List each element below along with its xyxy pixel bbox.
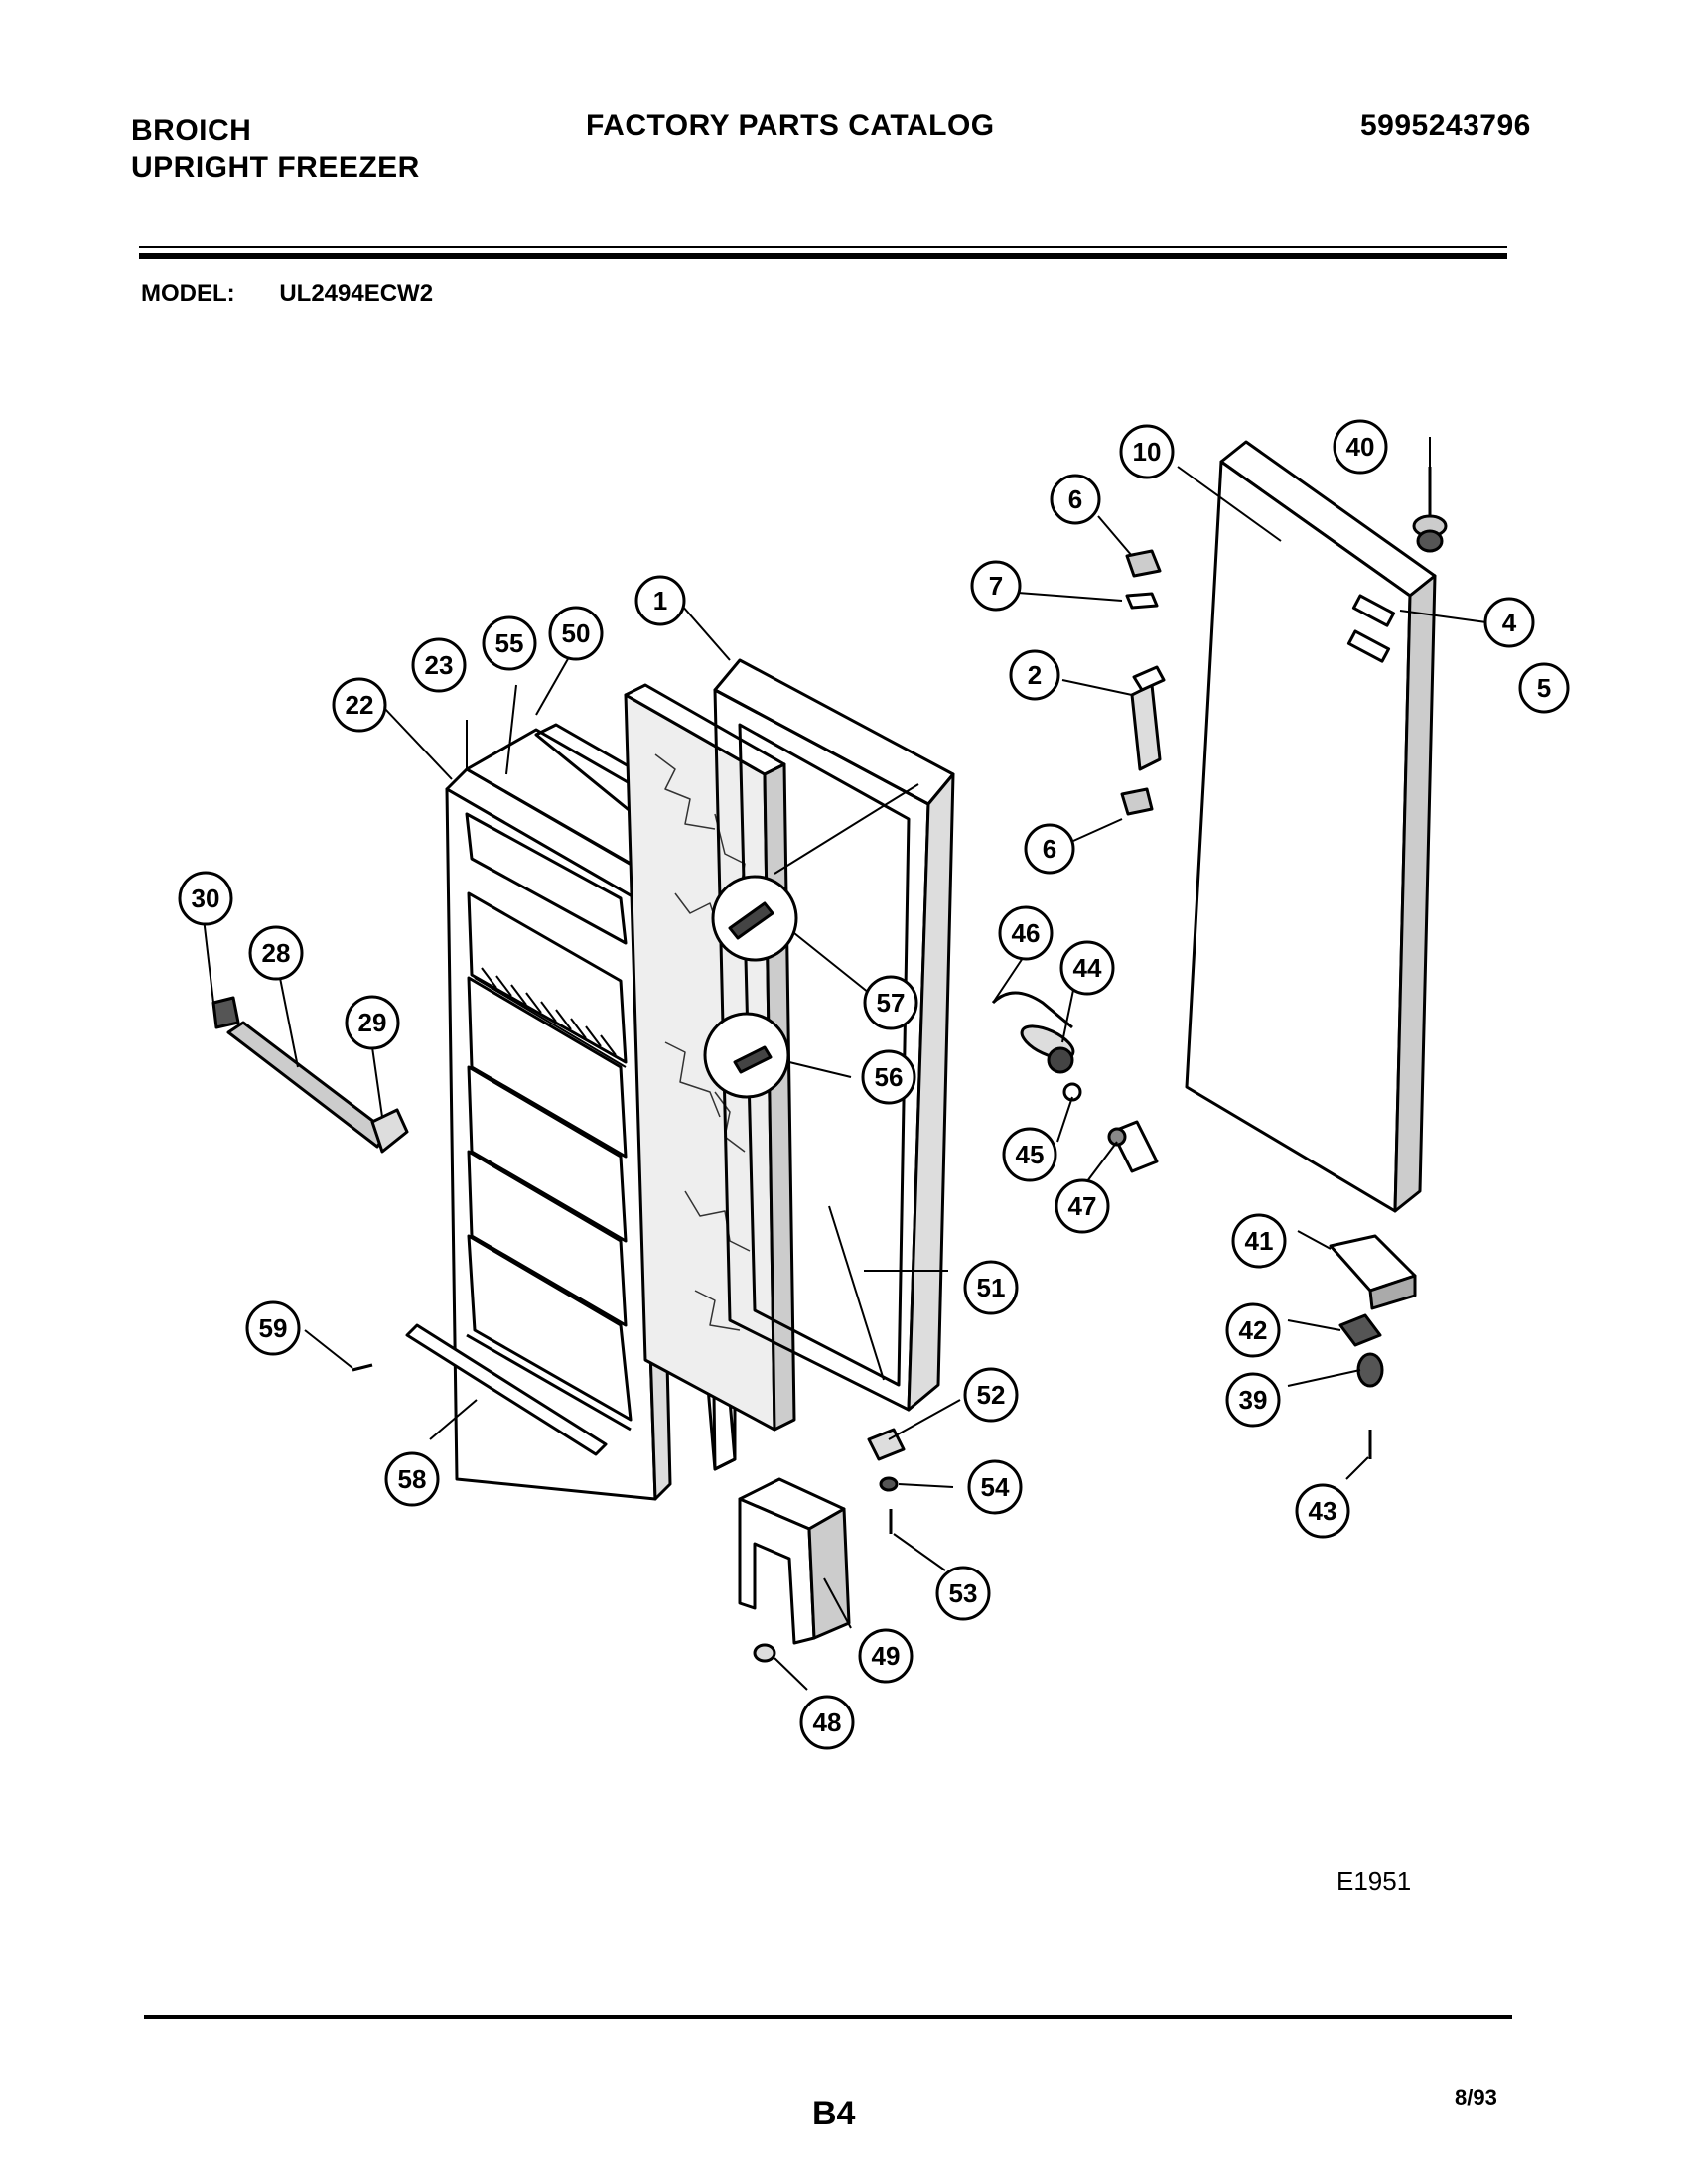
svg-text:57: 57 <box>877 988 906 1018</box>
callout-group: 1 2 4 5 6 6 7 10 22 23 28 29 30 39 40 41… <box>178 419 1570 1750</box>
callout-30: 30 <box>178 871 233 926</box>
callout-22: 22 <box>332 677 387 733</box>
callout-45: 45 <box>1002 1127 1057 1182</box>
callout-42: 42 <box>1225 1302 1281 1358</box>
callout-58: 58 <box>384 1451 440 1507</box>
footer-rule <box>144 2015 1512 2019</box>
callout-28: 28 <box>248 925 304 981</box>
brand-name: BROICH <box>131 114 252 147</box>
callout-5: 5 <box>1518 662 1570 714</box>
model-label: MODEL: <box>141 280 235 307</box>
svg-text:52: 52 <box>977 1380 1006 1410</box>
svg-text:59: 59 <box>259 1313 288 1343</box>
svg-text:4: 4 <box>1502 608 1517 637</box>
callout-53: 53 <box>935 1566 991 1621</box>
callout-6-lower: 6 <box>1024 823 1075 875</box>
callout-54: 54 <box>967 1459 1023 1515</box>
svg-text:49: 49 <box>872 1641 901 1671</box>
svg-text:28: 28 <box>262 938 291 968</box>
callout-6: 6 <box>1050 474 1101 525</box>
svg-text:48: 48 <box>813 1707 842 1737</box>
callout-56: 56 <box>861 1049 916 1105</box>
svg-text:42: 42 <box>1239 1315 1268 1345</box>
svg-text:2: 2 <box>1028 660 1042 690</box>
header-rule <box>139 253 1507 259</box>
callout-7: 7 <box>970 560 1022 612</box>
svg-text:1: 1 <box>653 586 667 615</box>
svg-text:6: 6 <box>1068 484 1082 514</box>
header-rule-thin <box>139 246 1507 248</box>
svg-text:40: 40 <box>1346 432 1375 462</box>
callout-39: 39 <box>1225 1372 1281 1428</box>
product-name: UPRIGHT FREEZER <box>131 151 420 184</box>
callout-10: 10 <box>1119 424 1175 479</box>
model-row: MODEL: UL2494ECW2 <box>141 280 433 308</box>
callout-41: 41 <box>1231 1213 1287 1269</box>
callout-40: 40 <box>1333 419 1388 475</box>
model-value: UL2494ECW2 <box>279 280 434 307</box>
svg-text:54: 54 <box>981 1472 1010 1502</box>
svg-text:6: 6 <box>1043 834 1056 864</box>
drawing-id: E1951 <box>1336 1866 1412 1896</box>
callout-59: 59 <box>245 1300 301 1356</box>
callout-48: 48 <box>799 1695 855 1750</box>
svg-text:55: 55 <box>495 628 524 658</box>
callout-55: 55 <box>482 615 537 671</box>
svg-text:51: 51 <box>977 1273 1006 1302</box>
svg-text:56: 56 <box>875 1062 904 1092</box>
callout-1: 1 <box>634 575 686 626</box>
callout-47: 47 <box>1055 1178 1110 1234</box>
svg-text:22: 22 <box>346 690 374 720</box>
svg-text:41: 41 <box>1245 1226 1274 1256</box>
callout-43: 43 <box>1295 1483 1350 1539</box>
callout-4: 4 <box>1483 597 1535 648</box>
svg-text:30: 30 <box>192 884 220 913</box>
svg-text:53: 53 <box>949 1578 978 1608</box>
svg-text:5: 5 <box>1537 673 1551 703</box>
callout-29: 29 <box>345 995 400 1050</box>
svg-text:50: 50 <box>562 618 591 648</box>
callout-23: 23 <box>411 637 467 693</box>
callout-44: 44 <box>1059 940 1115 996</box>
svg-text:47: 47 <box>1068 1191 1097 1221</box>
callout-57: 57 <box>863 975 918 1030</box>
svg-text:43: 43 <box>1309 1496 1337 1526</box>
callout-51: 51 <box>963 1260 1019 1315</box>
svg-text:44: 44 <box>1073 953 1102 983</box>
catalog-title: FACTORY PARTS CATALOG <box>586 109 995 142</box>
svg-text:39: 39 <box>1239 1385 1268 1415</box>
svg-text:46: 46 <box>1012 918 1041 948</box>
svg-text:29: 29 <box>358 1008 387 1037</box>
page-number: B4 <box>812 2095 856 2132</box>
svg-text:7: 7 <box>989 571 1003 601</box>
catalog-number: 5995243796 <box>1360 109 1531 142</box>
callout-52: 52 <box>963 1367 1019 1423</box>
svg-text:58: 58 <box>398 1464 427 1494</box>
svg-text:10: 10 <box>1133 437 1162 467</box>
revision-date: 8/93 <box>1455 2085 1497 2110</box>
callout-46: 46 <box>998 905 1054 961</box>
callout-49: 49 <box>858 1628 914 1684</box>
callout-2: 2 <box>1009 649 1060 701</box>
svg-text:45: 45 <box>1016 1140 1045 1169</box>
svg-text:23: 23 <box>425 650 454 680</box>
callout-50: 50 <box>548 606 604 661</box>
